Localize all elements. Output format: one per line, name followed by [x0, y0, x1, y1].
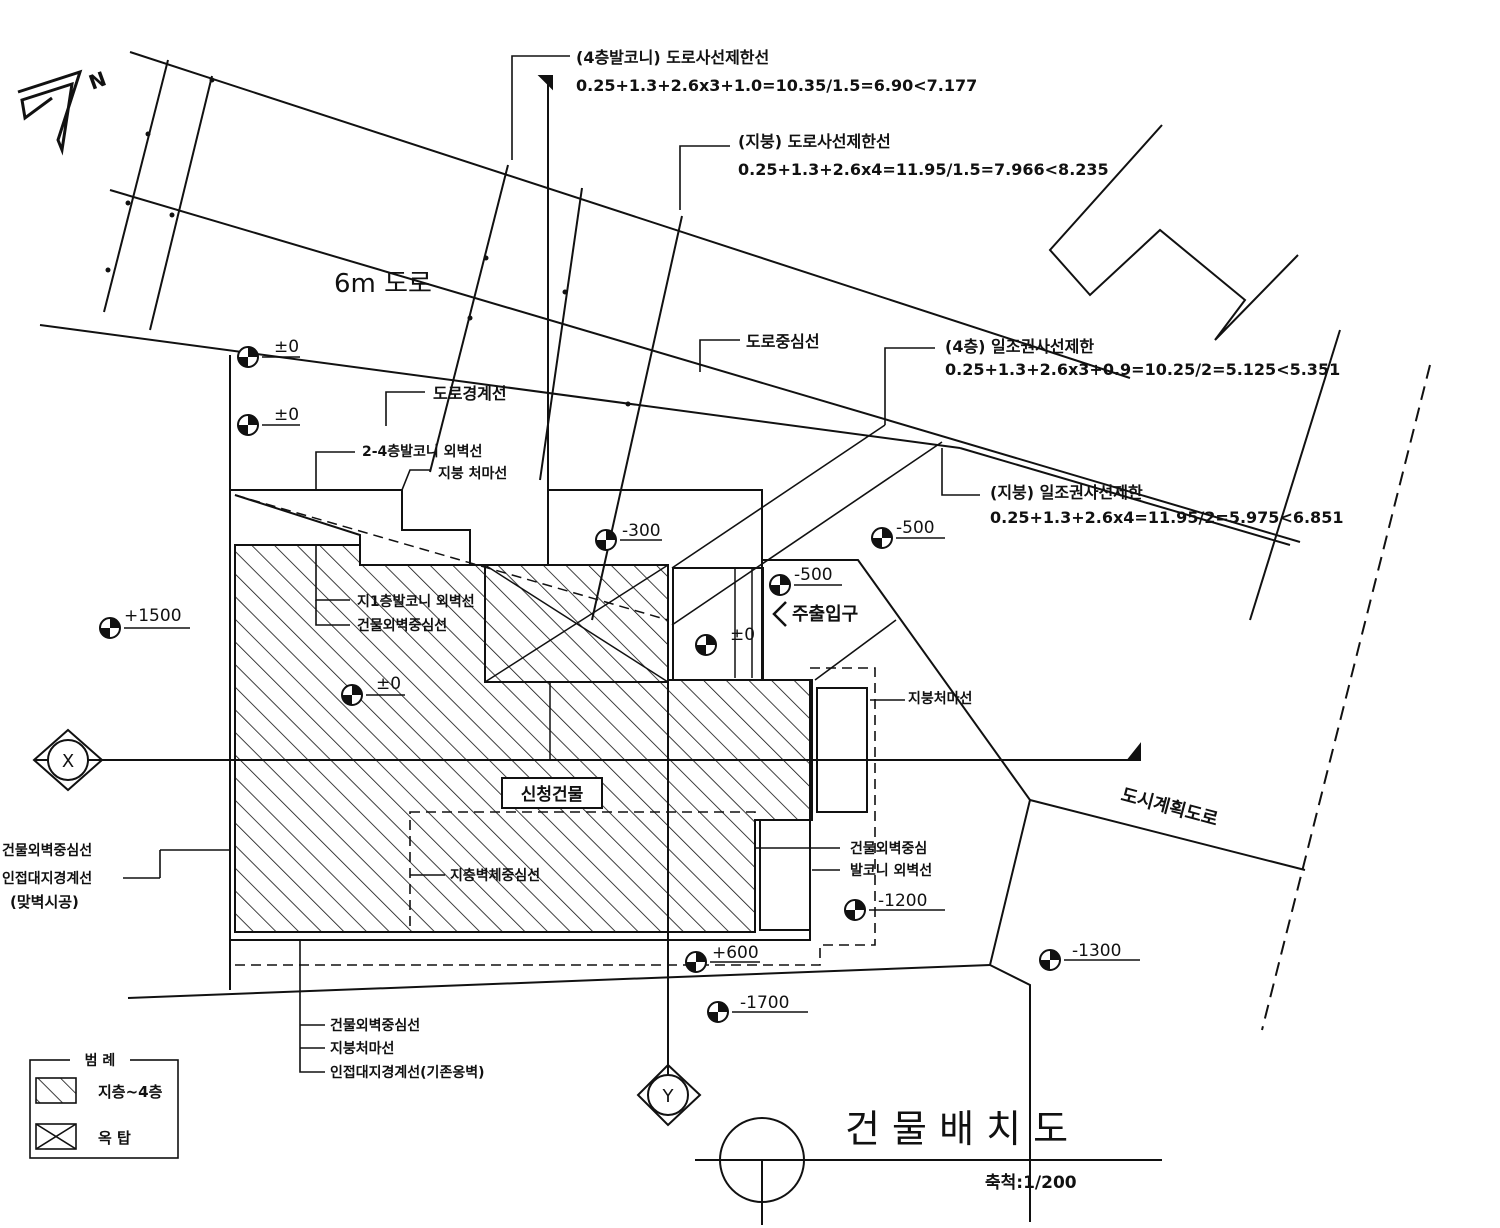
- level-marker: -500: [871, 518, 945, 549]
- applied-building-label: 신청건물: [521, 784, 584, 805]
- floor4-sunlight-label: (4층) 일조권사선제한: [945, 337, 1094, 356]
- roof-road-slant-label: (지붕) 도로사선제한선: [738, 132, 891, 151]
- level-marker: -1700: [707, 993, 808, 1023]
- y-axis-label: Y: [662, 1086, 675, 1107]
- sun-restriction-line-roof: [671, 441, 943, 626]
- road-top-edge: [129, 51, 1131, 379]
- svg-text:-1200: -1200: [878, 891, 927, 911]
- level-marker: +600: [685, 943, 760, 973]
- title-block: 건 물 배 치 도 축척:1/200: [695, 1107, 1162, 1225]
- building: [229, 489, 876, 966]
- left-retaining-label: (맞벽시공): [10, 893, 79, 911]
- road-boundary-line-right: [959, 447, 1291, 546]
- city-road-edge-lower: [1029, 799, 1306, 871]
- level-marker: -1300: [1039, 941, 1140, 971]
- road-boundary-label: 도로경계선: [433, 384, 507, 403]
- wall-center-label-top: 건물외벽중심선: [357, 617, 447, 634]
- road-cross-2: [149, 75, 213, 331]
- neighbor-outline: [1048, 124, 1299, 341]
- svg-text:±0: ±0: [730, 625, 755, 645]
- svg-text:-500: -500: [896, 518, 935, 538]
- legend: 범 례 지층~4층 옥 탑: [29, 1050, 179, 1159]
- x-axis-label: X: [62, 751, 74, 772]
- road-lines: [39, 51, 1301, 621]
- north-arrow: N: [17, 66, 110, 156]
- balcony24-outer-wall-label: 2-4층발코니 외벽선: [362, 443, 482, 460]
- entrance-arrow-icon: [772, 601, 787, 627]
- level-marker: +1500: [99, 606, 190, 639]
- level-marker: -500: [769, 565, 842, 596]
- annotations: (4층발코니) 도로사선제한선 0.25+1.3+2.6x3+1.0=10.35…: [2, 48, 1343, 1081]
- road-boundary-line: [39, 324, 961, 449]
- level-marker: ±0: [695, 625, 755, 656]
- level-markers: ±0 ±0 -300 -500 -500 +1500 ±0 ±0 -1200 -…: [99, 337, 1140, 1023]
- floor4-sunlight-formula: 0.25+1.3+2.6x3+0.9=10.25/2=5.125<5.351: [945, 360, 1340, 379]
- applied-building-tag: 신청건물: [501, 777, 603, 809]
- roof-sunlight-label: (지붕) 일조권사선제한: [990, 483, 1143, 502]
- road-cross-4: [539, 187, 583, 481]
- legend-cross-swatch: [35, 1123, 77, 1150]
- road-center-line: [109, 189, 1301, 543]
- city-road-dashed-line: [1261, 364, 1431, 1031]
- leader-lines: [123, 55, 980, 1073]
- city-road-edge: [1249, 329, 1341, 621]
- legend-hatch-swatch: [35, 1077, 77, 1104]
- road-center-label: 도로중심선: [746, 332, 820, 351]
- svg-text:±0: ±0: [274, 337, 299, 357]
- north-mark: N: [86, 66, 110, 94]
- left-wall-center-label: 건물외벽중심선: [2, 842, 92, 859]
- restriction-lines: [671, 424, 943, 681]
- drawing-scale: 축척:1/200: [985, 1173, 1077, 1193]
- svg-text:-1700: -1700: [740, 993, 789, 1013]
- bottom-eave-label: 지붕처마선: [330, 1041, 394, 1057]
- svg-text:-300: -300: [622, 521, 661, 541]
- svg-text:-1300: -1300: [1072, 941, 1121, 961]
- bottom-wall-center-label: 건물외벽중심선: [330, 1017, 420, 1034]
- road-dots: [105, 77, 631, 407]
- site-boundary-right: [762, 559, 1032, 1222]
- drawing-title: 건 물 배 치 도: [845, 1107, 1068, 1151]
- left-adjacent-boundary-label: 인접대지경계선: [2, 870, 92, 887]
- legend-item-floors: 지층~4층: [98, 1083, 163, 1101]
- svg-text:+600: +600: [712, 943, 759, 963]
- level-marker: -1200: [844, 891, 945, 921]
- basement-wall-outline: [409, 811, 756, 933]
- level-marker: ±0: [341, 674, 405, 706]
- level-marker: -300: [595, 521, 662, 551]
- site-boundary-bottom: [127, 964, 991, 999]
- right-balcony-wall-label: 발코니 외벽선: [850, 862, 932, 879]
- main-entrance-label: 주출입구: [792, 603, 858, 625]
- roof-road-slant-formula: 0.25+1.3+2.6x4=11.95/1.5=7.966<8.235: [738, 160, 1109, 179]
- svg-text:±0: ±0: [274, 405, 299, 425]
- svg-text:-500: -500: [794, 565, 833, 585]
- svg-text:±0: ±0: [376, 674, 401, 694]
- x-axis-marker: X: [32, 728, 104, 792]
- level-marker: ±0: [237, 405, 300, 436]
- bottom-adjacent-boundary-label: 인접대지경계선(기존옹벽): [330, 1064, 484, 1081]
- legend-title: 범 례: [85, 1053, 116, 1069]
- roof-eave-label-top: 지붕 처마선: [438, 466, 507, 482]
- balcony1-outer-wall-label: 지1층발코니 외벽선: [357, 593, 475, 610]
- road-cross-5: [591, 215, 683, 621]
- road-cross-1: [103, 59, 169, 313]
- legend-item-rooftop: 옥 탑: [98, 1129, 131, 1147]
- roof-sunlight-formula: 0.25+1.3+2.6x4=11.95/2=5.975<6.851: [990, 508, 1343, 527]
- roof-eave-leader: [814, 619, 897, 681]
- level-marker: ±0: [237, 337, 300, 368]
- basement-wall-label: 지층벽체중심선: [450, 867, 540, 884]
- sun-restriction-line-4f: [671, 424, 886, 569]
- axes: [35, 75, 1141, 1085]
- road-6m-label: 6m 도로: [334, 269, 432, 299]
- y-axis-marker: Y: [636, 1063, 702, 1127]
- balcony4-road-slant-label: (4층발코니) 도로사선제한선: [576, 48, 769, 67]
- roof-eave-label-right: 지붕처마선: [908, 691, 972, 707]
- city-road-label: 도시계획도로: [1119, 785, 1220, 831]
- svg-text:+1500: +1500: [124, 606, 182, 626]
- balcony4-road-slant-formula: 0.25+1.3+2.6x3+1.0=10.35/1.5=6.90<7.177: [576, 76, 977, 95]
- right-wall-center-label: 건물외벽중심: [850, 840, 927, 857]
